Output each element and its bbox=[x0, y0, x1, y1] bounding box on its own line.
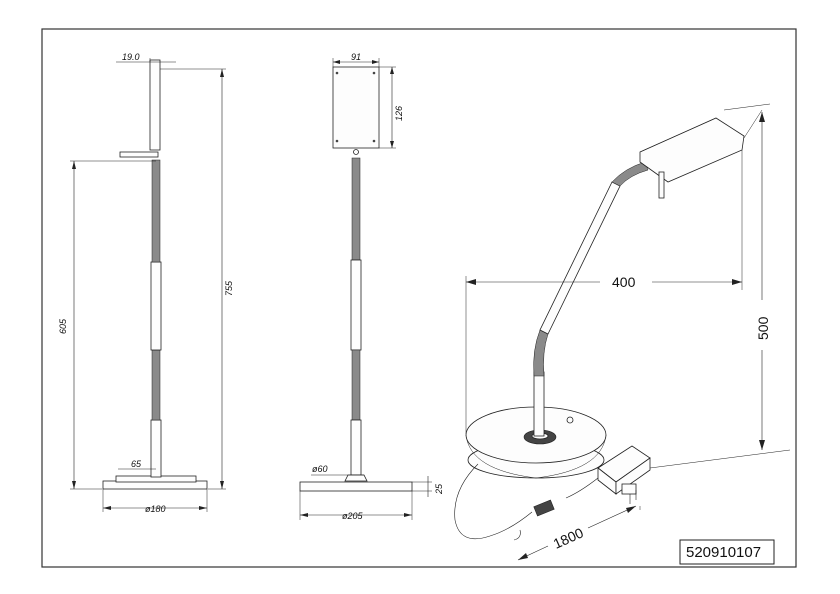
product-code-box: 520910107 bbox=[679, 539, 775, 565]
dim-base-height: 25 bbox=[434, 483, 444, 495]
dim-base-inner: 65 bbox=[131, 459, 142, 469]
dim-stem-diameter: ø60 bbox=[312, 464, 328, 474]
front-head bbox=[332, 66, 380, 149]
dim-base-diameter-side: ø180 bbox=[145, 504, 166, 514]
persp-flex-lower bbox=[533, 329, 549, 377]
front-stem-foot bbox=[344, 474, 368, 482]
dim-height: 500 bbox=[755, 316, 771, 340]
side-flex-lower bbox=[151, 349, 161, 421]
persp-flex-upper bbox=[611, 161, 649, 187]
product-code-frame bbox=[679, 539, 775, 565]
side-head bbox=[149, 59, 161, 151]
side-view: 19.0 755 605 65 ø180 bbox=[58, 52, 234, 514]
side-stem-lower bbox=[150, 419, 162, 478]
dim-base-diameter-front: ø205 bbox=[342, 511, 364, 521]
persp-stem bbox=[533, 371, 545, 437]
dim-cable-length: 1800 bbox=[551, 524, 586, 551]
dim-reach: 400 bbox=[612, 274, 636, 290]
product-code: 520910107 bbox=[686, 544, 761, 561]
dim-head-width: 91 bbox=[351, 52, 361, 62]
front-flex-upper bbox=[351, 157, 361, 261]
side-switch-arm bbox=[119, 151, 159, 158]
dim-head-thickness: 19.0 bbox=[122, 52, 140, 62]
dim-arm-height: 605 bbox=[58, 318, 68, 334]
front-stem-lower bbox=[350, 419, 362, 476]
dim-head-height: 126 bbox=[394, 106, 404, 121]
dim-total-height: 755 bbox=[224, 280, 234, 296]
persp-switch bbox=[658, 171, 665, 199]
persp-plug bbox=[621, 483, 637, 495]
front-stem-middle bbox=[350, 259, 362, 351]
front-view: 91 126 ø60 25 ø205 bbox=[299, 52, 444, 521]
side-stem-middle bbox=[150, 261, 162, 351]
persp-cable-connector bbox=[533, 499, 555, 517]
persp-arm bbox=[539, 181, 621, 335]
front-base bbox=[299, 481, 413, 492]
drawing-frame bbox=[41, 28, 797, 568]
front-flex-lower bbox=[351, 349, 361, 421]
perspective-view: 400 500 1800 bbox=[454, 103, 791, 561]
side-flex-upper bbox=[151, 159, 161, 263]
persp-head bbox=[639, 117, 745, 183]
